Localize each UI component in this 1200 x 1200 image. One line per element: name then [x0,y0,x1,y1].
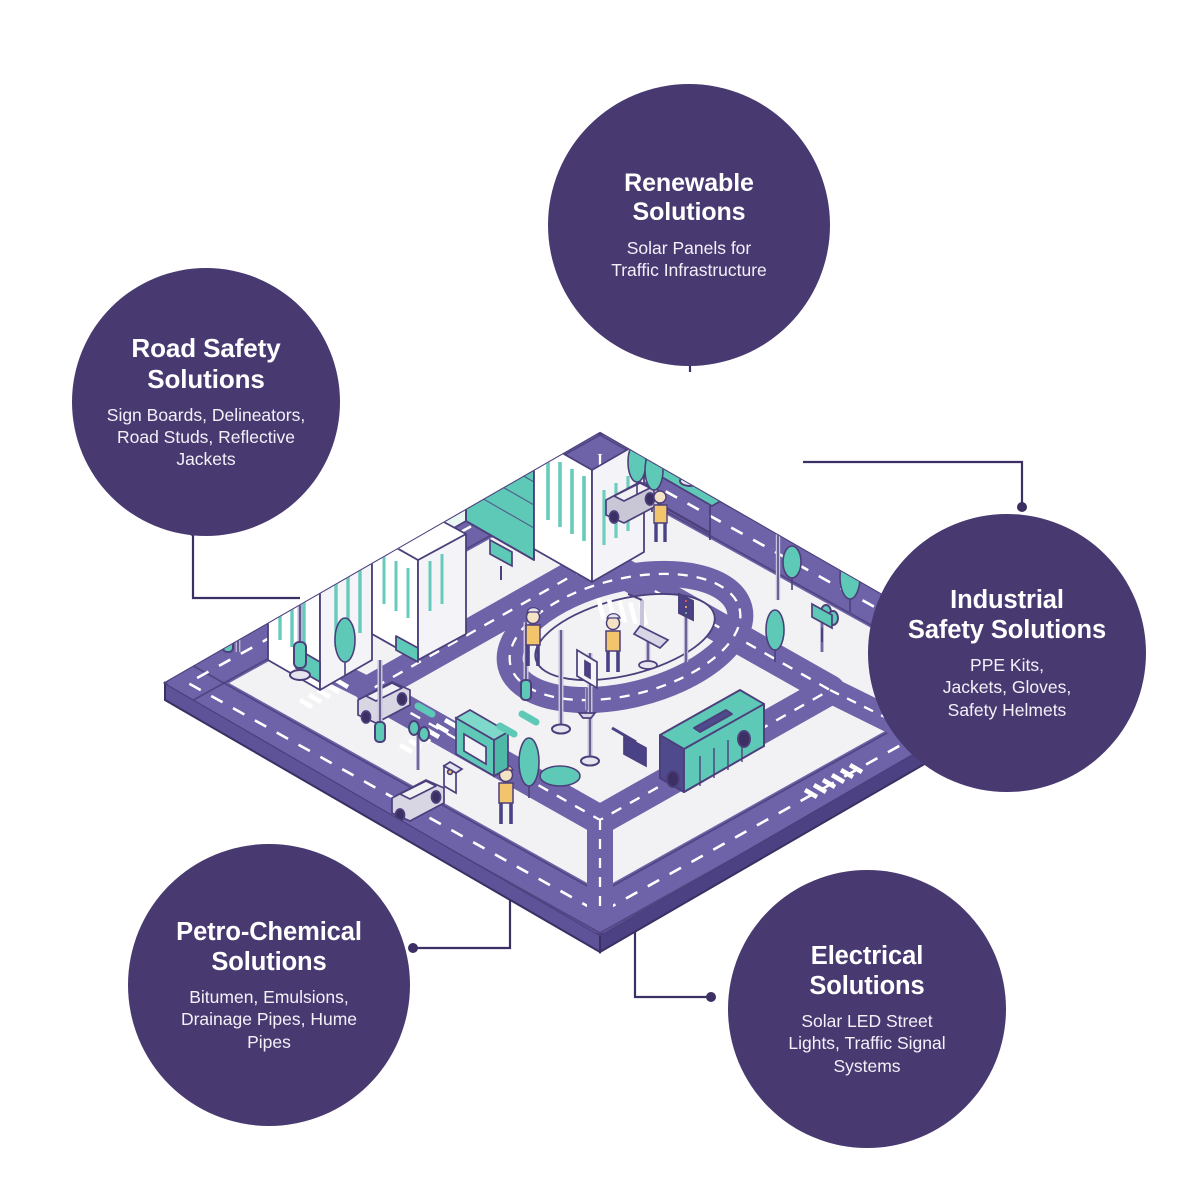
signal-head-1 [775,433,791,449]
sub-line-3: Systems [833,1055,901,1076]
bus [659,689,765,793]
sub-line-3: Jackets [176,449,236,470]
delineator-posts [414,702,540,738]
title-line-2: Solutions [211,947,327,976]
sub-line-1: Bitumen, Emulsions, [189,986,349,1007]
title-line-1: Electrical [810,941,924,970]
bubble-industrial-safety-title: Industrial Safety Solutions [908,585,1106,645]
cctv-camera-roundabout [632,624,670,670]
bubble-road-safety[interactable]: Road Safety Solutions Sign Boards, Delin… [72,268,340,536]
bubble-petro-chemical-subtitle: Bitumen, Emulsions, Drainage Pipes, Hume… [181,986,357,1053]
bubble-petro-chemical[interactable]: Petro-Chemical Solutions Bitumen, Emulsi… [128,844,410,1126]
pedestrian-4 [653,490,668,542]
street-light-right [856,464,894,580]
street-light-west-edge [222,566,234,653]
signal-head-2 [798,433,822,461]
cctv-camera-right [870,470,905,571]
connector-road-safety [191,531,300,600]
title-line-1: Petro-Chemical [176,917,362,946]
roadside-sign-left [489,538,513,580]
connector-dot-electrical [706,992,716,1002]
bubble-industrial-safety[interactable]: Industrial Safety Solutions PPE Kits, Ja… [868,514,1146,792]
car-grey-1 [357,681,411,724]
pedestrian-2 [605,613,621,672]
connector-dot-industrial [1017,502,1027,512]
sub-line-2: Drainage Pipes, Hume [180,1009,358,1030]
street-light-mid [374,660,386,743]
bubble-road-safety-title: Road Safety Solutions [131,333,280,394]
sub-line-3: Safety Helmets [947,699,1067,720]
bubble-petro-chemical-title: Petro-Chemical Solutions [176,917,362,977]
traffic-signal-roundabout [678,592,694,662]
sub-line-2: Jackets, Gloves, [942,677,1072,698]
bubble-renewable-subtitle: Solar Panels for Traffic Infrastructure [611,237,767,282]
bubble-renewable-title: Renewable Solutions [624,169,754,228]
sub-line-1: Sign Boards, Delineators, [106,404,306,425]
sign-board-pole [611,726,647,768]
sub-line-1: PPE Kits, [970,654,1044,675]
bollard [442,760,464,795]
traffic-signal-south [408,720,430,770]
sub-line-2: Traffic Infrastructure [611,260,767,280]
plaza-light-1 [551,630,571,735]
lawn-patch [539,765,581,787]
title-line-1: Road Safety [131,333,281,364]
pedestrian-crossing-sign [576,648,598,719]
sub-line-1: Solar LED Street [801,1010,933,1031]
sub-line-2: Road Studs, Reflective [116,426,295,447]
title-line-1: Industrial [950,585,1064,614]
billboard-kiosk [454,709,510,778]
building-midblock [371,507,467,663]
title-line-2: Safety Solutions [907,615,1107,644]
bubble-industrial-safety-subtitle: PPE Kits, Jackets, Gloves, Safety Helmet… [943,654,1071,721]
solar-street-light-top [679,433,701,487]
title-line-2: Solutions [147,363,265,394]
bubble-electrical-title: Electrical Solutions [809,941,924,1001]
sub-line-3: Pipes [247,1031,291,1052]
bubble-renewable[interactable]: Renewable Solutions Solar Panels for Tra… [548,84,830,366]
connector-dot-petro [408,943,418,953]
sub-line-1: Solar Panels for [626,237,752,258]
trees [334,441,861,798]
bubble-road-safety-subtitle: Sign Boards, Delineators, Road Studs, Re… [107,404,305,471]
connector-industrial [803,460,1024,507]
pedestrian-1 [525,607,541,666]
roadside-sign-right [811,602,833,642]
title-line-1: Renewable [624,168,754,197]
street-furniture [414,538,833,795]
title-line-2: Solutions [632,198,746,227]
pedestrians [498,490,668,824]
title-line-2: Solutions [809,971,925,1000]
bubble-electrical-subtitle: Solar LED Street Lights, Traffic Signal … [788,1010,945,1077]
bubble-electrical[interactable]: Electrical Solutions Solar LED Street Li… [728,870,1006,1148]
sub-line-2: Lights, Traffic Signal [788,1033,946,1054]
traffic-signal-gantry [740,433,843,511]
